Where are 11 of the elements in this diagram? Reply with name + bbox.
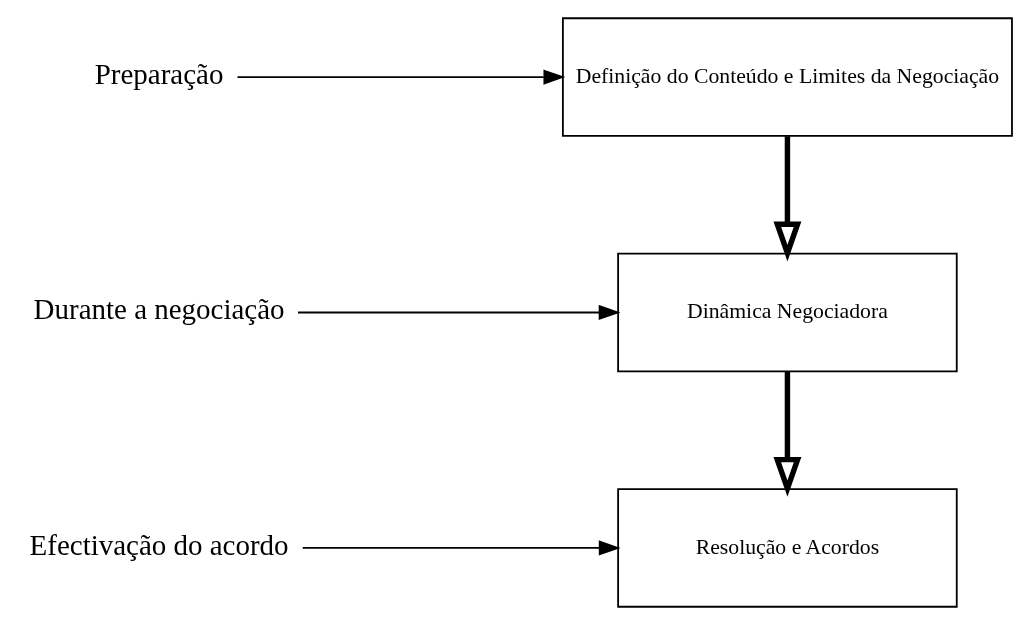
node-box: Resolução e Acordos [617,488,958,608]
node-box: Dinâmica Negociadora [617,252,958,373]
arrow [773,371,802,497]
node-text: Efectivação do acordo [29,528,289,561]
node-box: Definição do Conteúdo e Limites da Negociação [562,17,1013,137]
arrow [236,69,566,85]
node-text: Preparação [94,57,224,90]
arrow [297,304,621,321]
arrow [301,540,621,556]
arrow [773,136,802,262]
node-text: Durante a negociação [33,293,285,326]
